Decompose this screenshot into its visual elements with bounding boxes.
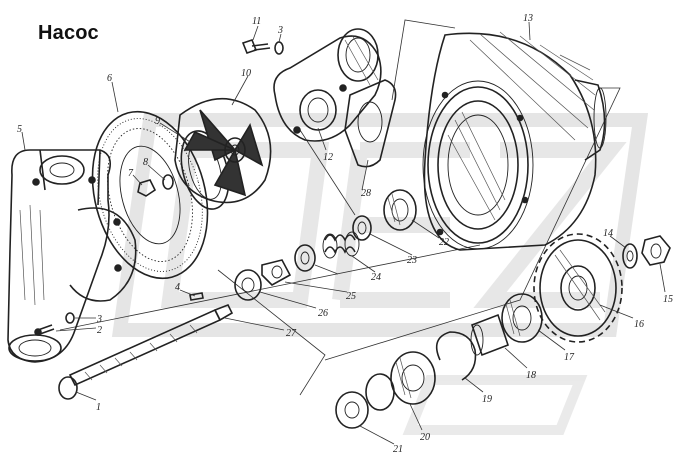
bearing-part-17 bbox=[501, 293, 543, 343]
impeller-part-10 bbox=[174, 97, 272, 204]
callout-14: 14 bbox=[603, 228, 613, 239]
callout-20: 20 bbox=[420, 432, 430, 443]
callout-25: 25 bbox=[346, 291, 356, 302]
callout-22: 22 bbox=[439, 237, 449, 248]
spring-part-24 bbox=[322, 231, 360, 259]
spring-washer-part-3-top bbox=[274, 41, 284, 55]
callout-13: 13 bbox=[523, 13, 533, 24]
callout-18: 18 bbox=[526, 370, 536, 381]
bolt-part-11 bbox=[241, 39, 271, 54]
elbow-housing-part-12 bbox=[273, 28, 382, 142]
callout-10: 10 bbox=[241, 68, 251, 79]
callout-3-top: 3 bbox=[277, 25, 283, 36]
callout-17: 17 bbox=[564, 352, 575, 363]
callout-23-right: 23 bbox=[407, 255, 417, 266]
flange-gasket-part-28 bbox=[344, 79, 397, 168]
callout-26: 26 bbox=[318, 308, 328, 319]
bearing-part-22 bbox=[383, 189, 417, 231]
callout-7: 7 bbox=[128, 168, 134, 179]
callout-6: 6 bbox=[107, 73, 112, 84]
assembly-axis-lines bbox=[59, 19, 621, 396]
seal-part-23-b bbox=[294, 244, 316, 272]
bearing-part-20 bbox=[365, 351, 436, 411]
washer-part-8 bbox=[162, 174, 174, 190]
washer-part-14 bbox=[622, 243, 638, 269]
callout-9: 9 bbox=[155, 116, 160, 127]
callout-2: 2 bbox=[97, 325, 102, 336]
callout-12: 12 bbox=[323, 152, 333, 163]
gear-part-16 bbox=[533, 233, 623, 343]
key-part-4 bbox=[189, 292, 204, 301]
small-nut-part-7 bbox=[137, 179, 157, 197]
callout-4: 4 bbox=[175, 282, 180, 293]
callout-11: 11 bbox=[252, 16, 261, 27]
retaining-ring-part-19 bbox=[435, 331, 477, 381]
callout-21: 21 bbox=[393, 444, 403, 455]
bolt-part-2 bbox=[34, 324, 55, 336]
seal-part-23-a bbox=[352, 215, 372, 241]
callout-5: 5 bbox=[17, 124, 22, 135]
bushing-part-26 bbox=[234, 269, 262, 301]
washer-part-3-bottom bbox=[65, 312, 75, 324]
nut-part-15 bbox=[641, 235, 671, 266]
seal-cup-part-25 bbox=[261, 259, 292, 286]
o-ring-part-1 bbox=[58, 376, 78, 400]
callout-27: 27 bbox=[286, 328, 297, 339]
leader-lines bbox=[21, 21, 666, 445]
callout-8: 8 bbox=[143, 157, 148, 168]
seal-part-21 bbox=[335, 391, 369, 429]
callout-3-bottom: 3 bbox=[96, 314, 102, 325]
callout-15: 15 bbox=[663, 294, 673, 305]
page-title: Насос bbox=[38, 22, 99, 44]
callout-19: 19 bbox=[482, 394, 492, 405]
callout-24: 24 bbox=[371, 272, 381, 283]
callout-1: 1 bbox=[96, 402, 101, 413]
perforated-gasket-part-6 bbox=[91, 110, 209, 280]
bell-housing-part-13 bbox=[422, 31, 607, 251]
callout-28: 28 bbox=[361, 188, 371, 199]
callout-16: 16 bbox=[634, 319, 644, 330]
callout-labels: 1 2 3 4 5 6 7 8 9 10 11 3 12 13 14 15 16… bbox=[17, 13, 673, 455]
shaft-part-27 bbox=[68, 303, 234, 387]
